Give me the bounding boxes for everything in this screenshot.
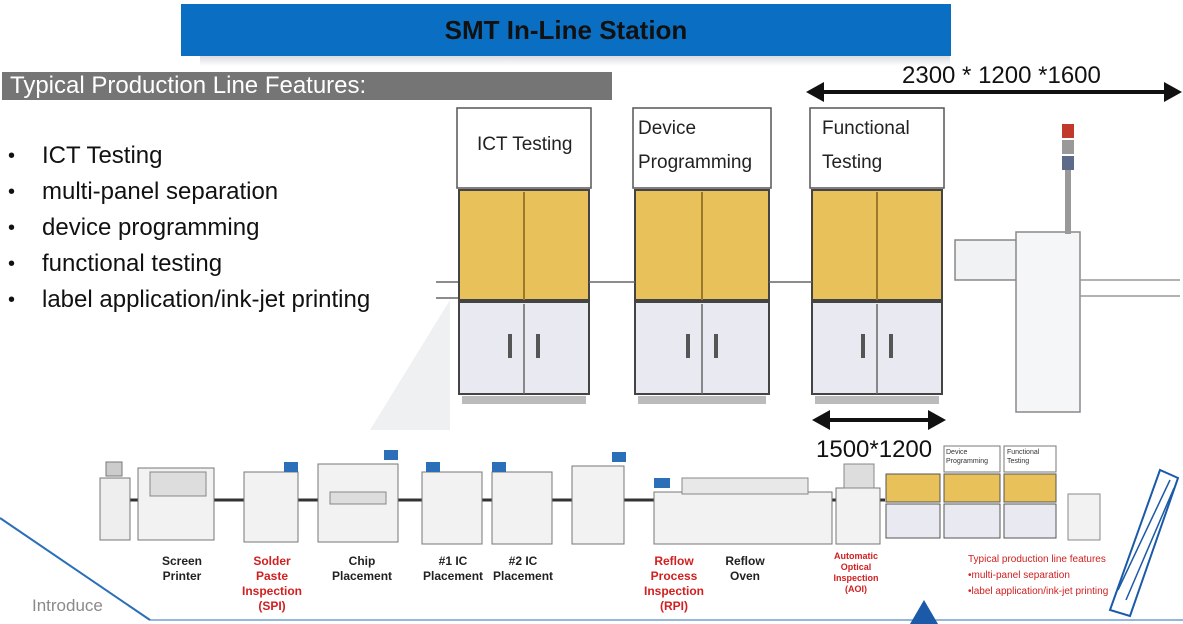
module-functional	[809, 107, 945, 404]
module-label-line: Device	[638, 118, 697, 139]
features-heading: Typical Production Line Features:	[2, 72, 612, 100]
machine-ic-placement-2	[491, 462, 553, 545]
slide-title-bar: SMT In-Line Station	[181, 4, 951, 56]
line-label-text: Screen	[161, 554, 203, 568]
line-label-ic-placement-1: #1 IC Placement	[418, 554, 488, 584]
mini-module	[1003, 445, 1057, 539]
dimension-arrow-module	[812, 410, 946, 430]
pen-icon	[1108, 468, 1180, 618]
mini-label-text: Device	[946, 449, 968, 456]
mini-label-text: Programming	[946, 458, 989, 465]
note-title: Typical production line features	[968, 554, 1106, 565]
line-label-chip-placement: Chip Placement	[326, 554, 398, 584]
line-label-aoi: Automatic Optical Inspection (AOI)	[826, 551, 886, 595]
bullet-icon: •	[8, 145, 16, 167]
line-label-text: Placement	[492, 569, 554, 583]
machine-ic-placement-1	[421, 462, 483, 545]
module-label-programming: Device Programming	[638, 112, 752, 180]
line-label-text: (SPI)	[258, 599, 286, 613]
section-label: Introduce	[32, 596, 103, 615]
feature-text: functional testing	[42, 250, 223, 277]
line-label-text: Oven	[729, 569, 760, 583]
module-label-line: Programming	[638, 152, 753, 173]
feature-text: label application/ink-jet printing	[42, 286, 371, 313]
output-conveyor	[954, 124, 1180, 413]
triangle-icon	[910, 600, 938, 624]
dimension-overall: 2300 * 1200 *1600	[902, 62, 1101, 89]
line-label-screen-printer: Screen Printer	[146, 554, 218, 584]
mini-conveyor	[1067, 493, 1101, 541]
mini-label-text: Functional	[1007, 449, 1040, 456]
dimension-arrow-overall	[806, 82, 1182, 102]
machine-spi	[243, 462, 299, 543]
line-label-text: (AOI)	[845, 584, 867, 594]
line-label-text: Chip	[348, 554, 376, 568]
line-label-text: Placement	[422, 569, 484, 583]
feature-list: • ICT Testing • multi-panel separation • de…	[8, 138, 370, 318]
decor-line	[0, 517, 151, 621]
line-label-text: Placement	[331, 569, 393, 583]
mini-module	[943, 445, 1001, 539]
machine-chip-placement	[317, 450, 399, 543]
dimension-module: 1500*1200	[816, 436, 933, 463]
line-label-text: Solder	[253, 554, 291, 568]
line-label-reflow-oven: Reflow Oven	[712, 554, 778, 584]
mini-module	[885, 473, 941, 539]
bullet-icon: •	[8, 253, 16, 275]
machine-screen-printer	[99, 461, 215, 541]
mini-label-text: Testing	[1007, 458, 1030, 465]
signal-light-icon	[1062, 124, 1074, 138]
module-label-line: Functional	[822, 118, 910, 139]
module-label-functional: Functional Testing	[822, 112, 910, 180]
line-label-text: Optical	[840, 562, 872, 572]
line-label-rpi: Reflow Process Inspection (RPI)	[638, 554, 710, 614]
title-shadow	[200, 56, 950, 66]
feature-item: • device programming	[8, 210, 370, 246]
production-line-note: Typical production line features •multi-…	[968, 552, 1108, 600]
bullet-icon: •	[8, 217, 16, 239]
line-label-spi: Solder Paste Inspection (SPI)	[236, 554, 308, 614]
line-label-text: (RPI)	[660, 599, 688, 613]
module-programming	[632, 107, 772, 404]
line-label-text: Paste	[255, 569, 289, 583]
module-label-line: Testing	[822, 152, 883, 173]
line-label-text: Reflow	[725, 554, 765, 568]
line-label-text: #1 IC	[438, 554, 468, 568]
feature-item: • multi-panel separation	[8, 174, 370, 210]
line-label-text: Inspection	[241, 584, 302, 598]
note-item: •label application/ink-jet printing	[968, 586, 1109, 597]
machine-loader	[571, 452, 626, 545]
module-label-line: ICT Testing	[477, 134, 573, 155]
line-label-text: Automatic	[833, 551, 878, 561]
feature-text: ICT Testing	[42, 142, 163, 169]
mini-label-programming: Device Programming	[946, 448, 988, 466]
module-label-ict: ICT Testing	[477, 128, 572, 162]
machine-aoi	[835, 463, 881, 545]
feature-text: multi-panel separation	[42, 178, 279, 205]
feature-item: • label application/ink-jet printing	[8, 282, 370, 318]
line-label-text: Printer	[162, 569, 202, 583]
mini-label-functional: Functional Testing	[1007, 448, 1039, 466]
line-label-text: Inspection	[643, 584, 704, 598]
line-label-text: Process	[650, 569, 698, 583]
line-label-text: Inspection	[833, 573, 879, 583]
bullet-icon: •	[8, 181, 16, 203]
line-label-text: Reflow	[654, 554, 694, 568]
bullet-icon: •	[8, 289, 16, 311]
line-label-ic-placement-2: #2 IC Placement	[488, 554, 558, 584]
note-item: •multi-panel separation	[968, 570, 1070, 581]
line-label-text: #2 IC	[508, 554, 538, 568]
module-ict	[456, 107, 592, 404]
slide-title: SMT In-Line Station	[444, 14, 688, 45]
feature-item: • ICT Testing	[8, 138, 370, 174]
feature-item: • functional testing	[8, 246, 370, 282]
feature-text: device programming	[42, 214, 260, 241]
machine-reflow	[653, 477, 833, 545]
background-shade	[370, 300, 450, 430]
